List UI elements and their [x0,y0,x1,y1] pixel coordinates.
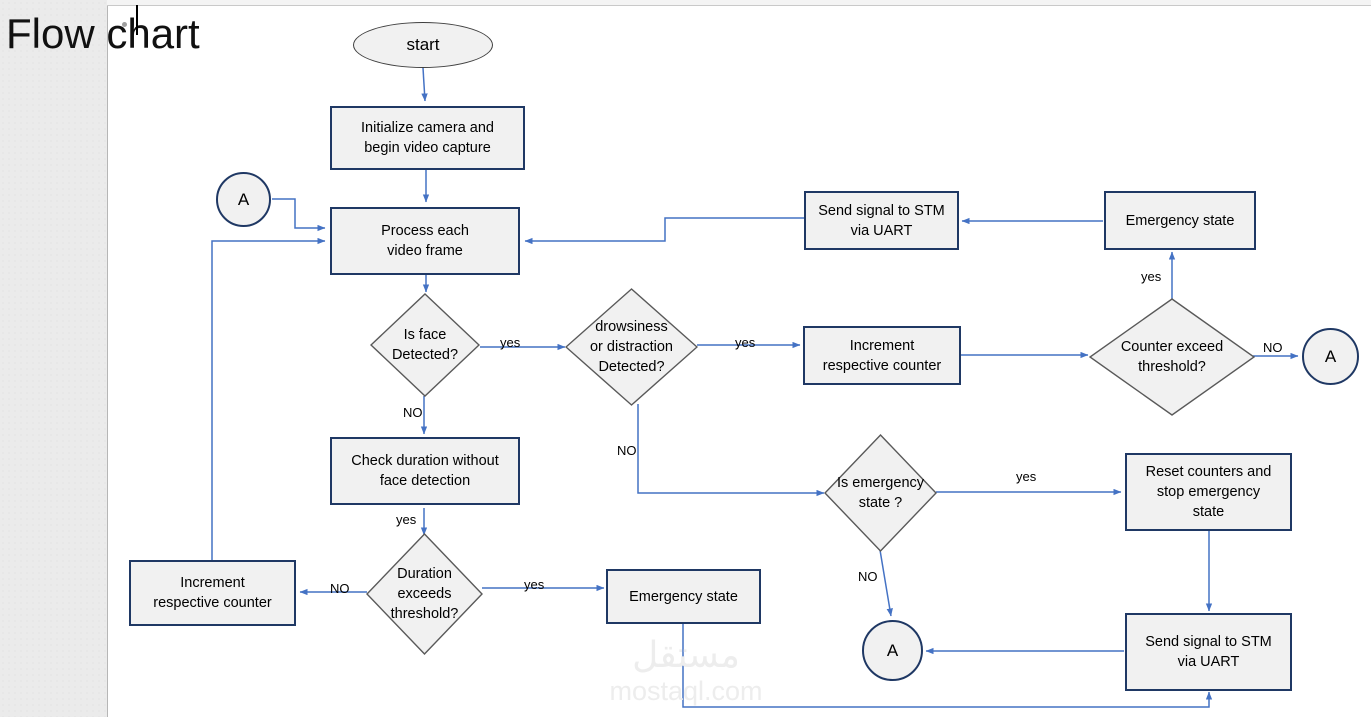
node-process-frame-label: Process each video frame [381,223,469,259]
edge-isemergency-no-to-connector-a [879,549,893,617]
node-start-label: start [406,35,440,54]
node-send-signal-top-label: Send signal to STM via UART [818,202,945,239]
node-send-signal-bottom[interactable]: Send signal to STM via UART [1125,613,1292,691]
node-drowsiness-detected[interactable]: drowsiness or distraction Detected? [565,288,698,406]
node-reset-counters-label: Reset counters and stop emergency state [1145,464,1272,520]
edge-label-duration-yes-right: yes [524,577,545,592]
slide-side-panel [0,0,108,717]
edge-sendsignal-top-to-process [524,217,804,245]
node-send-signal-top[interactable]: Send signal to STM via UART [804,191,959,250]
node-duration-exceeds-threshold[interactable]: Duration exceeds threshold? [366,533,483,655]
node-connector-a-right-label: A [1324,346,1337,366]
node-connector-a-bottom[interactable]: A [862,620,923,681]
edge-connector-a-to-process [272,198,326,232]
edge-label-face-no: NO [403,405,423,420]
edge-label-drowsy-no: NO [617,443,637,458]
node-emergency-state-bottom[interactable]: Emergency state [606,569,761,624]
edge-increment-bottom-to-process [211,237,326,560]
node-emergency-state-top[interactable]: Emergency state [1104,191,1256,250]
node-emergency-state-bottom-label: Emergency state [629,588,738,605]
grey-dot-marker [122,22,127,27]
node-initialize-camera-label: Initialize camera and begin video captur… [361,120,494,156]
node-increment-counter-top[interactable]: Increment respective counter [803,326,961,385]
node-send-signal-bottom-label: Send signal to STM via UART [1145,634,1272,670]
node-is-face-detected[interactable]: Is face Detected? [370,293,480,397]
edge-label-duration-yes-down: yes [396,512,417,527]
node-is-emergency-state[interactable]: Is emergency state ? [824,434,937,552]
edge-label-counter-yes: yes [1141,269,1162,284]
node-process-frame[interactable]: Process each video frame [330,207,520,275]
edge-label-drowsy-yes: yes [735,335,756,350]
edge-emergency-bottom-to-sendsignal [682,624,1213,708]
node-connector-a-bottom-label: A [886,640,899,660]
edge-label-emergency-no: NO [858,569,878,584]
node-increment-counter-bottom-label: Increment respective counter [153,575,272,611]
node-increment-counter-bottom[interactable]: Increment respective counter [129,560,296,626]
edge-start-to-init [421,67,428,102]
top-edge-strip [107,0,1371,6]
node-check-duration-label: Check duration without face detection [351,453,499,489]
edge-label-counter-no: NO [1263,340,1283,355]
node-start[interactable]: start [353,22,493,68]
node-initialize-camera[interactable]: Initialize camera and begin video captur… [330,106,525,170]
edge-label-emergency-yes: yes [1016,469,1037,484]
node-increment-counter-top-label: Increment respective counter [822,337,942,374]
node-reset-counters[interactable]: Reset counters and stop emergency state [1125,453,1292,531]
node-connector-a-right[interactable]: A [1302,328,1359,385]
text-cursor-caret [136,5,138,35]
node-connector-a-left-label: A [237,189,250,209]
edge-label-duration-no: NO [330,581,350,596]
edge-drowsy-no-to-isemergency [637,404,825,497]
node-connector-a-left[interactable]: A [216,172,271,227]
node-counter-exceed-threshold[interactable]: Counter exceed threshold? [1089,298,1255,416]
page-title: Flow chart [6,10,200,57]
node-emergency-state-top-label: Emergency state [1125,212,1235,229]
node-check-duration[interactable]: Check duration without face detection [330,437,520,505]
edge-label-face-yes: yes [500,335,521,350]
